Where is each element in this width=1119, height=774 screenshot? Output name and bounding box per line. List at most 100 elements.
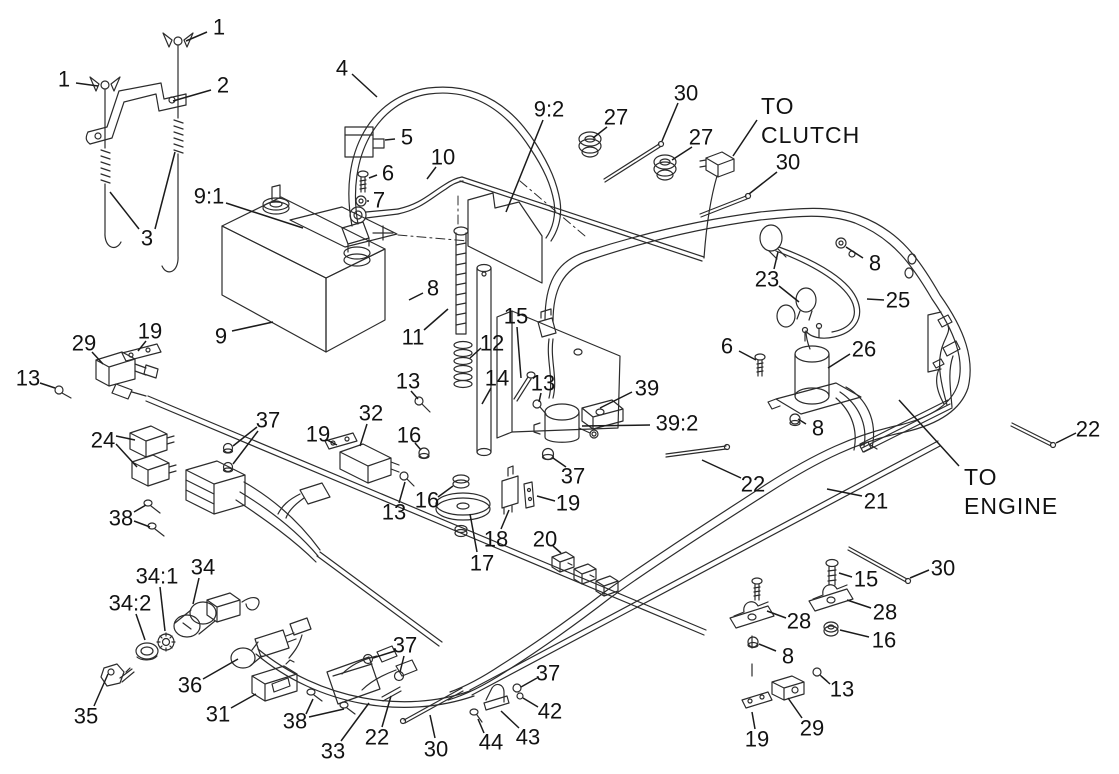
leader-line bbox=[326, 439, 338, 446]
leader-line bbox=[839, 629, 870, 638]
leader-line bbox=[738, 350, 757, 361]
leader-line bbox=[500, 509, 510, 530]
callout-29: 29 bbox=[72, 331, 96, 356]
bracket-43-group bbox=[469, 683, 524, 723]
to-engine-label-line-1: TO bbox=[964, 464, 998, 490]
callout-23: 23 bbox=[755, 267, 779, 292]
to-engine-label-line-2: ENGINE bbox=[964, 493, 1058, 519]
leader-line bbox=[115, 443, 138, 468]
leader-line bbox=[522, 697, 539, 708]
callout-26: 26 bbox=[852, 337, 876, 362]
callout-8: 8 bbox=[812, 416, 824, 441]
callout-18: 18 bbox=[484, 527, 508, 552]
leader-line bbox=[232, 430, 259, 465]
callout-25: 25 bbox=[886, 288, 910, 313]
leader-line bbox=[225, 202, 304, 229]
callout-34:2: 34:2 bbox=[109, 591, 152, 616]
callout-1: 1 bbox=[58, 67, 70, 92]
callout-19: 19 bbox=[556, 491, 580, 516]
leader-line bbox=[115, 435, 136, 441]
callout-14: 14 bbox=[485, 366, 509, 391]
callout-9:1: 9:1 bbox=[194, 184, 225, 209]
callout-8: 8 bbox=[869, 251, 881, 276]
callout-21: 21 bbox=[864, 489, 888, 514]
leader-line bbox=[185, 31, 208, 42]
leader-line bbox=[408, 292, 424, 301]
leader-line bbox=[384, 138, 396, 141]
callout-3: 3 bbox=[141, 226, 153, 251]
leader-line bbox=[308, 708, 345, 718]
callout-27: 27 bbox=[604, 105, 628, 130]
callout-32: 32 bbox=[359, 401, 383, 426]
leader-line bbox=[469, 513, 478, 553]
callout-35: 35 bbox=[74, 704, 98, 729]
leader-line bbox=[581, 424, 651, 427]
callout-28: 28 bbox=[787, 609, 811, 634]
callout-12: 12 bbox=[480, 331, 504, 356]
holddown-bracket-group bbox=[85, 32, 194, 273]
power-cables bbox=[348, 86, 718, 262]
leader-line bbox=[481, 387, 492, 405]
leader-line bbox=[39, 382, 56, 389]
engine-wire-bundle bbox=[859, 311, 961, 453]
callout-38: 38 bbox=[283, 709, 307, 734]
leader-line bbox=[372, 650, 396, 659]
callout-37: 37 bbox=[393, 633, 417, 658]
leader-line bbox=[75, 82, 99, 87]
leader-line bbox=[305, 698, 314, 715]
callout-39: 39 bbox=[635, 376, 659, 401]
leader-line bbox=[845, 246, 864, 259]
leader-line bbox=[838, 572, 853, 578]
leader-line bbox=[232, 426, 258, 447]
leader-line bbox=[820, 675, 831, 685]
callout-44: 44 bbox=[479, 730, 503, 755]
callout-20: 20 bbox=[533, 527, 557, 552]
leader-line bbox=[797, 418, 807, 425]
callout-15: 15 bbox=[854, 567, 878, 592]
leader-line bbox=[592, 126, 608, 139]
solenoid-group bbox=[754, 224, 878, 453]
callout-30: 30 bbox=[931, 556, 955, 581]
callout-5: 5 bbox=[401, 125, 413, 150]
leader-line bbox=[172, 89, 212, 102]
leader-line bbox=[477, 718, 485, 734]
callout-37: 37 bbox=[561, 464, 585, 489]
leader-line bbox=[552, 545, 562, 554]
callout-8: 8 bbox=[427, 276, 439, 301]
callout-39:2: 39:2 bbox=[656, 411, 699, 436]
leader-line bbox=[192, 577, 200, 605]
leader-line bbox=[359, 423, 368, 447]
callout-4: 4 bbox=[336, 56, 348, 81]
grommets bbox=[578, 131, 677, 181]
battery-terminal-hardware bbox=[349, 170, 399, 224]
leader-line bbox=[351, 73, 378, 98]
leader-line bbox=[368, 174, 378, 179]
connector-33-group bbox=[326, 645, 418, 705]
leader-line bbox=[846, 599, 872, 609]
callout-6: 6 bbox=[721, 334, 733, 359]
leader-line bbox=[516, 326, 522, 379]
callout-17: 17 bbox=[470, 551, 494, 576]
interlock-switch-18-group bbox=[501, 465, 535, 515]
leader-line bbox=[429, 714, 436, 739]
callout-6: 6 bbox=[382, 161, 394, 186]
leader-line bbox=[230, 693, 257, 709]
callout-1: 1 bbox=[213, 15, 225, 40]
leader-line bbox=[505, 119, 544, 213]
callout-9: 9 bbox=[215, 324, 227, 349]
key-switch-group bbox=[100, 592, 356, 715]
callout-29: 29 bbox=[800, 716, 824, 741]
callout-13: 13 bbox=[830, 677, 854, 702]
callout-16: 16 bbox=[415, 488, 439, 513]
relay-module-group bbox=[129, 425, 321, 563]
leader-line bbox=[93, 673, 109, 707]
battery-tray-plate bbox=[467, 192, 543, 284]
callout-24: 24 bbox=[91, 428, 115, 453]
callout-31: 31 bbox=[206, 702, 230, 727]
callout-16: 16 bbox=[872, 628, 896, 653]
leader-line bbox=[748, 171, 778, 195]
leader-line bbox=[826, 488, 863, 497]
leader-line bbox=[137, 340, 147, 352]
